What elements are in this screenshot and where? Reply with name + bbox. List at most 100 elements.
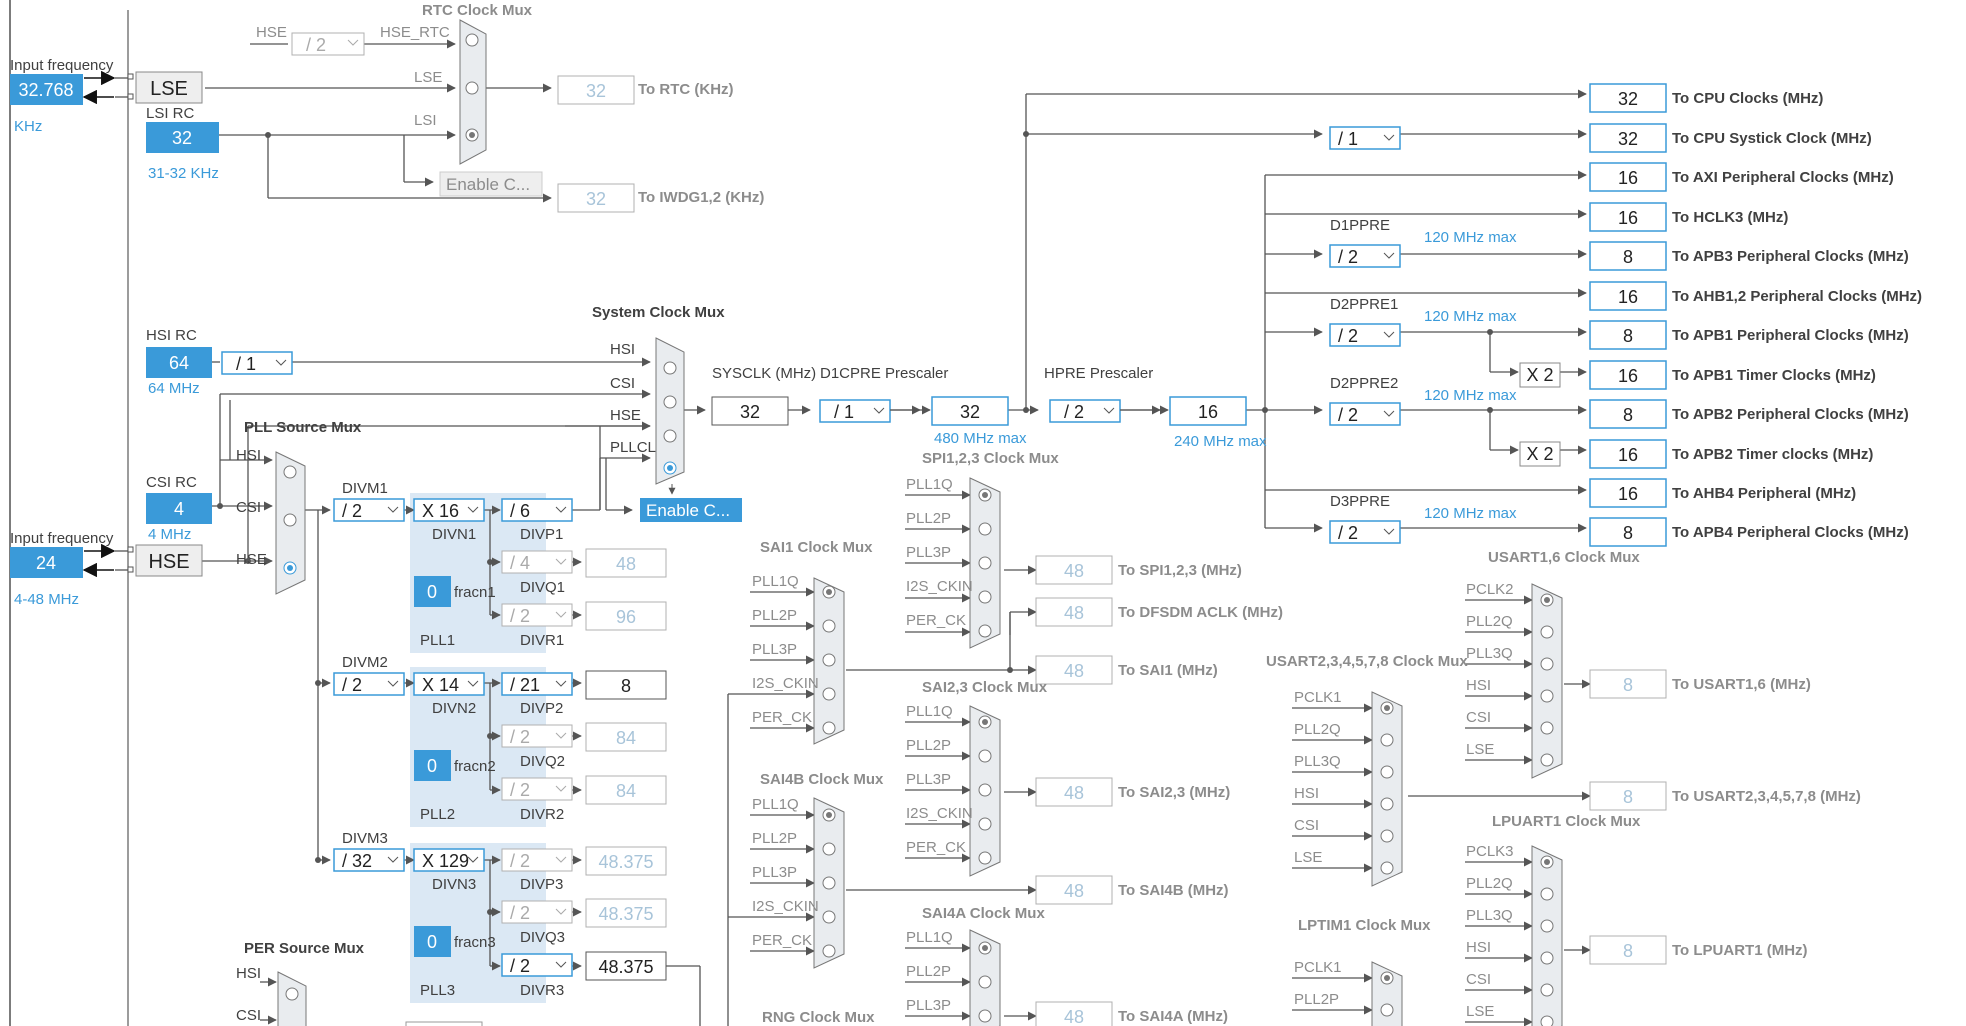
pll1-divp-select[interactable] bbox=[501, 498, 573, 522]
pll1-divm-select[interactable] bbox=[333, 498, 405, 522]
spi-radio-3[interactable] bbox=[978, 590, 992, 604]
spi-radio-1[interactable] bbox=[978, 522, 992, 536]
chevron-down-icon bbox=[555, 680, 567, 687]
lse-source: Input frequency 32.768 KHz LSE bbox=[10, 57, 203, 135]
usart16-radio-3[interactable] bbox=[1540, 689, 1554, 703]
sai23-output-box bbox=[1035, 777, 1113, 807]
usart2-radio-3[interactable] bbox=[1380, 797, 1394, 811]
hse-frequency-input[interactable] bbox=[10, 547, 83, 578]
sysmux-radio-hse[interactable] bbox=[663, 429, 677, 443]
pll3-divp-label: DIVP3 bbox=[520, 876, 563, 893]
hsi-divider-select[interactable] bbox=[221, 351, 293, 375]
usart16-radio-5[interactable] bbox=[1540, 753, 1554, 767]
sai23-radio-2[interactable] bbox=[978, 783, 992, 797]
pll1-divq-select[interactable] bbox=[501, 550, 573, 574]
pllsrc-radio-csi[interactable] bbox=[283, 513, 297, 527]
pll2-divm-select[interactable] bbox=[333, 672, 405, 696]
per-radio-hsi[interactable] bbox=[285, 987, 299, 1001]
spi-radio-4[interactable] bbox=[978, 624, 992, 638]
sai23-output-box-value: 48 bbox=[1064, 783, 1084, 803]
pll2-fracn-input[interactable] bbox=[414, 750, 451, 781]
output-6-divider-select[interactable] bbox=[1329, 323, 1401, 347]
sai4a-radio-2[interactable] bbox=[978, 1009, 992, 1023]
pll3-fracn-input[interactable] bbox=[414, 926, 451, 957]
lse-frequency-input[interactable] bbox=[10, 74, 83, 105]
sysmux-radio-hsi[interactable] bbox=[663, 361, 677, 375]
pll1-fracn-input[interactable] bbox=[414, 576, 451, 607]
sai4b-radio-3[interactable] bbox=[822, 910, 836, 924]
pll1-divr-select[interactable] bbox=[501, 603, 573, 627]
pll2-divq-select[interactable] bbox=[501, 724, 573, 748]
rtc-hse-divider-select[interactable] bbox=[291, 32, 365, 56]
lpuart-radio-5[interactable] bbox=[1540, 1015, 1554, 1026]
sai23-radio-3[interactable] bbox=[978, 817, 992, 831]
pll2-divp-select[interactable] bbox=[501, 672, 573, 696]
rtc-mux-radio-hse[interactable] bbox=[465, 33, 479, 47]
connection-wires bbox=[115, 39, 1591, 1026]
lpuart-radio-3[interactable] bbox=[1540, 951, 1554, 965]
output-1-divider-select[interactable] bbox=[1329, 126, 1401, 150]
d1cpre-select[interactable] bbox=[819, 399, 891, 423]
system-mux-shape bbox=[655, 337, 685, 485]
usart16-radio-4[interactable] bbox=[1540, 721, 1554, 735]
sai4a-radio-1[interactable] bbox=[978, 975, 992, 989]
sai4b-output-box bbox=[1035, 875, 1113, 905]
lpuart-radio-1[interactable] bbox=[1540, 887, 1554, 901]
sai4b-radio-4[interactable] bbox=[822, 944, 836, 958]
output-8-max-label: 120 MHz max bbox=[1424, 387, 1517, 404]
sai1-output-box bbox=[1035, 655, 1113, 685]
lse-input-frequency-label: Input frequency bbox=[10, 57, 114, 74]
lpuart-radio-4[interactable] bbox=[1540, 983, 1554, 997]
output-11-divider-select[interactable] bbox=[1329, 520, 1401, 544]
lpuart-radio-2[interactable] bbox=[1540, 919, 1554, 933]
rtc-output-label: To RTC (KHz) bbox=[638, 81, 734, 98]
rtc-mux-title: RTC Clock Mux bbox=[422, 2, 533, 19]
sai4a-input-1: PLL2P bbox=[906, 963, 951, 980]
sai4b-output-box-value: 48 bbox=[1064, 881, 1084, 901]
usart2-radio-5[interactable] bbox=[1380, 861, 1394, 875]
sai1-radio-1[interactable] bbox=[822, 619, 836, 633]
pll3-divq-select[interactable] bbox=[501, 900, 573, 924]
pll3-divm-select[interactable] bbox=[333, 848, 405, 872]
usart2-radio-2[interactable] bbox=[1380, 765, 1394, 779]
system-enable-css-button[interactable] bbox=[640, 498, 742, 522]
hse-button[interactable] bbox=[135, 544, 203, 577]
sai4b-radio-2[interactable] bbox=[822, 876, 836, 890]
output-8-divider-select[interactable] bbox=[1329, 402, 1401, 426]
pll2-divn-select[interactable] bbox=[413, 672, 485, 696]
pllsrc-radio-hsi[interactable] bbox=[283, 465, 297, 479]
pll2-fracn-label: fracn2 bbox=[454, 758, 496, 775]
rtc-enable-css-button[interactable] bbox=[439, 171, 543, 197]
pll3-divr-select[interactable] bbox=[501, 953, 573, 977]
sai1-radio-4[interactable] bbox=[822, 721, 836, 735]
output-10-box bbox=[1589, 478, 1667, 508]
pll3-divn-select[interactable] bbox=[413, 848, 485, 872]
hpre-select[interactable] bbox=[1049, 399, 1121, 423]
sai1-radio-2[interactable] bbox=[822, 653, 836, 667]
lptim-mux-shape bbox=[1371, 961, 1403, 1026]
usart2-radio-1[interactable] bbox=[1380, 733, 1394, 747]
pll1-divn-select[interactable] bbox=[413, 498, 485, 522]
lptim-radio-1[interactable] bbox=[1380, 1003, 1394, 1017]
output-4-divider-select[interactable] bbox=[1329, 244, 1401, 268]
lpuart-input-2: PLL3Q bbox=[1466, 907, 1513, 924]
lse-button[interactable] bbox=[135, 71, 203, 104]
rtc-mux-radio-lse[interactable] bbox=[465, 81, 479, 95]
pll3-divm-label: DIVM3 bbox=[342, 830, 388, 847]
usart2-radio-4[interactable] bbox=[1380, 829, 1394, 843]
sai23-radio-1[interactable] bbox=[978, 749, 992, 763]
pll3-divp-select[interactable] bbox=[501, 848, 573, 872]
sysclk-value: 32 bbox=[740, 402, 760, 422]
usart16-radio-1[interactable] bbox=[1540, 625, 1554, 639]
output-6-divider-select-value: / 2 bbox=[1338, 326, 1358, 346]
usart16-radio-2[interactable] bbox=[1540, 657, 1554, 671]
pll2-divr-select[interactable] bbox=[501, 777, 573, 801]
sai23-radio-4[interactable] bbox=[978, 851, 992, 865]
hpre-label: HPRE Prescaler bbox=[1044, 365, 1153, 382]
sai4b-radio-1[interactable] bbox=[822, 842, 836, 856]
output-5-box bbox=[1589, 281, 1667, 311]
sai4a-output-box bbox=[1035, 1001, 1113, 1026]
sysmux-radio-csi[interactable] bbox=[663, 395, 677, 409]
sai1-radio-3[interactable] bbox=[822, 687, 836, 701]
spi-radio-2[interactable] bbox=[978, 556, 992, 570]
